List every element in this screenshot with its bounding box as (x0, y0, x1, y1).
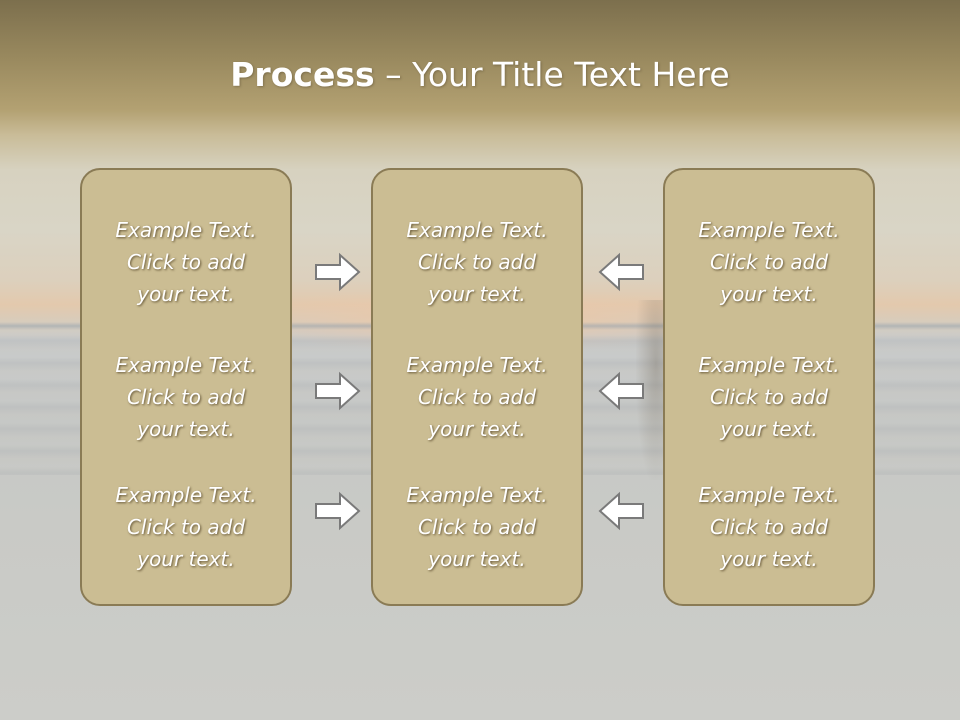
text-placeholder[interactable]: Example Text. Click to add your text. (373, 479, 581, 575)
text-line: Click to add (709, 385, 829, 409)
text-placeholder[interactable]: Example Text. Click to add your text. (665, 214, 873, 310)
text-line: your text. (720, 282, 818, 306)
process-box-left[interactable]: Example Text. Click to add your text. Ex… (80, 168, 292, 606)
text-line: Click to add (417, 385, 537, 409)
text-line: Example Text. (115, 218, 257, 242)
left-arrow-icon[interactable] (597, 252, 645, 292)
text-line: Click to add (126, 385, 246, 409)
text-line: Example Text. (406, 218, 548, 242)
text-line: your text. (720, 417, 818, 441)
left-arrow-icon[interactable] (597, 371, 645, 411)
right-arrow-icon[interactable] (314, 252, 362, 292)
text-placeholder[interactable]: Example Text. Click to add your text. (665, 479, 873, 575)
text-line: your text. (428, 417, 526, 441)
process-box-right[interactable]: Example Text. Click to add your text. Ex… (663, 168, 875, 606)
text-line: Example Text. (406, 483, 548, 507)
text-line: Example Text. (406, 353, 548, 377)
slide-title[interactable]: Process – Your Title Text Here (0, 52, 960, 98)
text-placeholder[interactable]: Example Text. Click to add your text. (665, 349, 873, 445)
text-line: Click to add (417, 515, 537, 539)
text-line: your text. (720, 547, 818, 571)
text-line: Example Text. (698, 218, 840, 242)
right-arrow-icon[interactable] (314, 371, 362, 411)
text-placeholder[interactable]: Example Text. Click to add your text. (82, 214, 290, 310)
process-box-middle[interactable]: Example Text. Click to add your text. Ex… (371, 168, 583, 606)
text-line: your text. (137, 547, 235, 571)
title-bold: Process (230, 55, 375, 94)
text-placeholder[interactable]: Example Text. Click to add your text. (82, 349, 290, 445)
left-arrow-icon[interactable] (597, 491, 645, 531)
text-line: your text. (428, 547, 526, 571)
text-line: Click to add (709, 515, 829, 539)
text-line: Example Text. (115, 483, 257, 507)
text-line: Example Text. (698, 353, 840, 377)
text-line: Example Text. (115, 353, 257, 377)
text-placeholder[interactable]: Example Text. Click to add your text. (373, 214, 581, 310)
text-line: Example Text. (698, 483, 840, 507)
text-line: your text. (428, 282, 526, 306)
text-placeholder[interactable]: Example Text. Click to add your text. (373, 349, 581, 445)
text-placeholder[interactable]: Example Text. Click to add your text. (82, 479, 290, 575)
right-arrow-icon[interactable] (314, 491, 362, 531)
text-line: Click to add (709, 250, 829, 274)
text-line: your text. (137, 282, 235, 306)
title-rest: – Your Title Text Here (374, 55, 730, 94)
text-line: Click to add (126, 515, 246, 539)
text-line: Click to add (417, 250, 537, 274)
text-line: Click to add (126, 250, 246, 274)
text-line: your text. (137, 417, 235, 441)
